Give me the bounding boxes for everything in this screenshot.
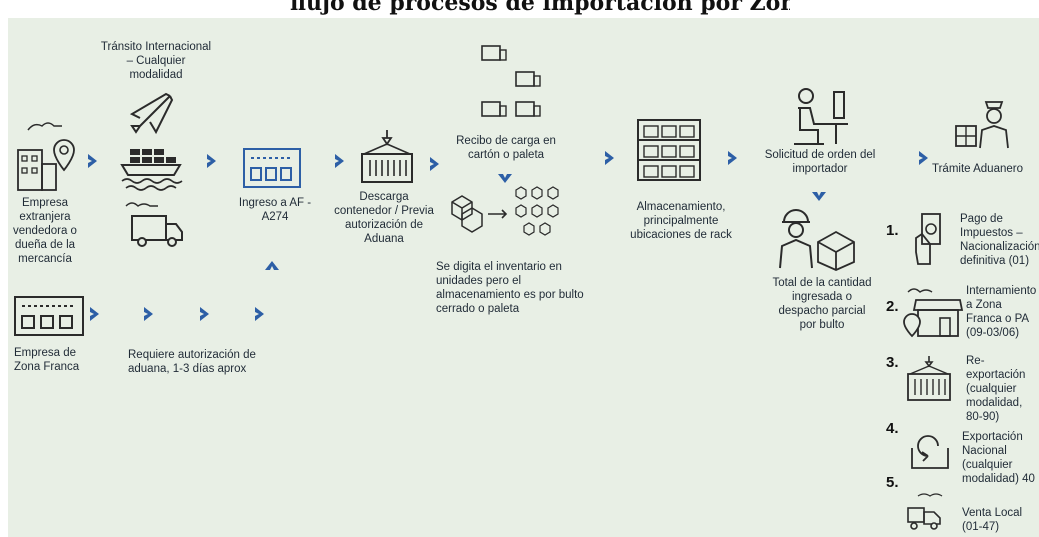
label-recibo: Recibo de carga en cartón o paleta xyxy=(456,135,556,161)
option-number-2: 2. xyxy=(886,298,899,315)
hand-money-icon xyxy=(915,213,941,265)
zf-arrow-2 xyxy=(144,307,153,321)
flow-arrow-5 xyxy=(605,151,614,165)
option-text-5: Venta Local (01-47) xyxy=(962,507,1023,533)
diagram-panel xyxy=(8,18,1039,537)
zf-warehouse-icon xyxy=(14,296,84,336)
storage-rack-icon xyxy=(637,119,701,181)
label-empresa-extranjera: Empresa extranjera vendedora o dueña de … xyxy=(13,197,77,265)
af-warehouse-icon xyxy=(243,148,301,188)
worker-box-icon xyxy=(779,209,855,271)
flow-arrow-1 xyxy=(88,154,97,168)
airplane-icon xyxy=(129,92,174,135)
truck-icon xyxy=(125,202,183,247)
building-location-icon xyxy=(17,122,75,191)
option-number-3: 3. xyxy=(886,354,899,371)
zf-arrow-3 xyxy=(200,307,209,321)
diagram-title: flujo de procesos de importación por Zon… xyxy=(290,0,790,16)
option-number-5: 5. xyxy=(886,474,899,491)
up-arrow xyxy=(265,261,279,270)
label-solicitud: Solicitud de orden del importador xyxy=(764,149,876,175)
zf-arrow-1 xyxy=(90,307,99,321)
label-empresa-zf: Empresa de Zona Franca xyxy=(14,347,80,373)
return-box-icon xyxy=(911,435,949,469)
label-almacenamiento: Almacenamiento, principalmente ubicacion… xyxy=(630,201,732,241)
flow-arrow-7 xyxy=(919,151,928,165)
option-text-4: Exportación Nacional (cualquier modalida… xyxy=(962,431,1035,485)
container-crane-icon xyxy=(361,130,413,183)
stacked-boxes-icon xyxy=(481,45,541,117)
label-inventario-nota: Se digita el inventario en unidades pero… xyxy=(436,261,584,315)
person-desk-icon xyxy=(794,88,848,145)
label-transito: Tránsito Internacional – Cualquier modal… xyxy=(100,41,212,81)
label-descarga: Descarga contenedor / Previa autorizació… xyxy=(334,191,434,245)
flow-arrow-2 xyxy=(207,154,216,168)
label-tramite: Trámite Aduanero xyxy=(932,163,1023,175)
flow-arrow-6 xyxy=(728,151,737,165)
option-number-4: 4. xyxy=(886,420,899,437)
down-arrow-solicitud xyxy=(812,192,826,201)
option-text-1: Pago de Impuestos – Nacionalización defi… xyxy=(960,213,1039,267)
option-number-1: 1. xyxy=(886,222,899,239)
customs-officer-icon xyxy=(955,101,1009,149)
container-icon xyxy=(907,356,951,401)
flow-arrow-4 xyxy=(430,157,439,171)
down-arrow-recibo xyxy=(498,174,512,183)
option-text-2: Internamiento a Zona Franca o PA (09-03/… xyxy=(966,285,1037,339)
store-location-icon xyxy=(903,288,964,338)
label-total-cantidad: Total de la cantidad ingresada o despach… xyxy=(772,277,872,331)
option-text-3: Re-exportación (cualquier modalidad, 80-… xyxy=(966,355,1026,423)
label-requiere-autorizacion: Requiere autorización de aduana, 1-3 día… xyxy=(128,349,256,375)
cargo-ship-icon xyxy=(120,149,183,191)
delivery-truck-icon xyxy=(907,493,943,530)
boxes-unpack-icon xyxy=(451,186,559,236)
zf-arrow-4 xyxy=(255,307,264,321)
label-ingreso-af: Ingreso a AF - A274 xyxy=(238,197,312,223)
flow-arrow-3 xyxy=(335,154,344,168)
